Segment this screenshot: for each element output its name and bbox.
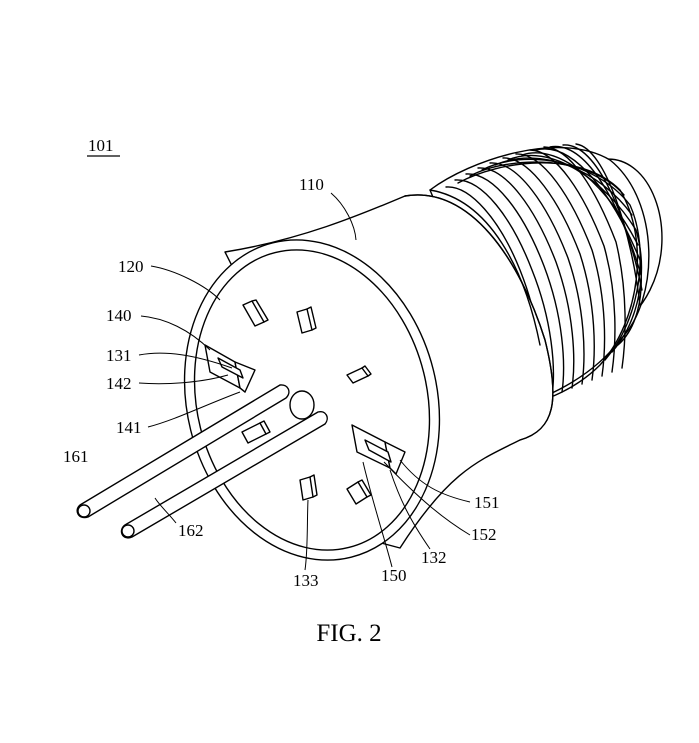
- label-161: 161: [63, 447, 89, 466]
- figure-caption: FIG. 2: [316, 620, 381, 647]
- slot-top: [296, 306, 317, 334]
- front-face: [183, 239, 441, 561]
- leader-lines: [138, 192, 471, 571]
- label-133: 133: [293, 571, 319, 590]
- label-162: 162: [178, 521, 204, 540]
- label-120: 120: [118, 257, 144, 276]
- label-151: 151: [474, 493, 500, 512]
- label-131: 131: [106, 346, 132, 365]
- pin-hole: [289, 390, 315, 420]
- slot-center: [241, 420, 271, 444]
- slot-right: [346, 365, 372, 384]
- label-150: 150: [381, 566, 407, 585]
- slot-bottom: [299, 474, 318, 501]
- label-132: 132: [421, 548, 447, 567]
- pin-161: [76, 384, 290, 519]
- label-142: 142: [106, 374, 132, 393]
- slot-bottom-right: [346, 479, 372, 505]
- label-152: 152: [471, 525, 497, 544]
- ref-101: 101: [88, 136, 114, 155]
- label-110: 110: [299, 175, 324, 194]
- pin-162: [120, 410, 328, 539]
- slot-top-left: [242, 299, 269, 327]
- label-141: 141: [116, 418, 142, 437]
- threaded-base: [429, 143, 663, 406]
- terminal-150: [351, 424, 406, 475]
- label-140: 140: [106, 306, 132, 325]
